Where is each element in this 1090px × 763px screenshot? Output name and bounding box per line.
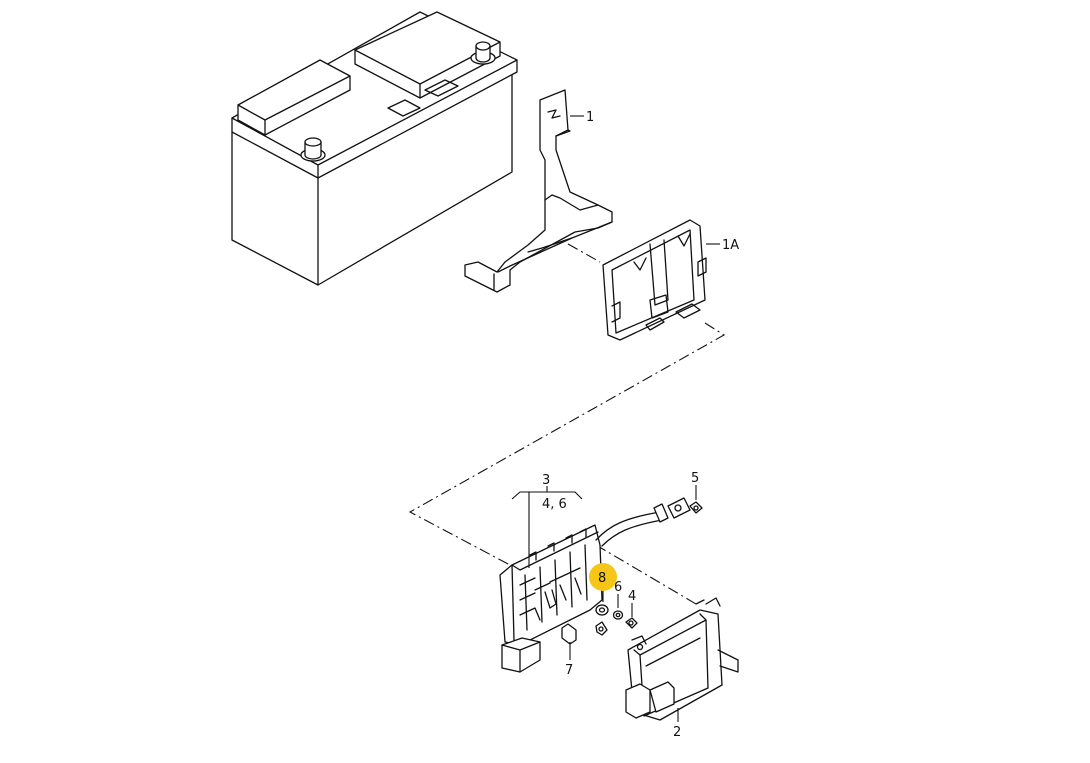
callout-8-highlight xyxy=(589,563,617,591)
callout-5: 5 xyxy=(691,471,699,486)
callout-6: 6 xyxy=(614,580,622,595)
callout-8: 8 xyxy=(598,571,606,586)
fuse-carrier-part-3 xyxy=(499,524,603,673)
callout-3: 3 xyxy=(542,473,550,488)
assembly-line xyxy=(595,544,697,605)
control-unit-part-2 xyxy=(625,597,739,721)
assembly-line xyxy=(408,322,726,566)
hardware-parts xyxy=(595,604,638,636)
battery-cable xyxy=(595,497,703,547)
callout-2: 2 xyxy=(673,725,681,740)
assembly-line xyxy=(567,243,601,263)
callout-4-6: 4, 6 xyxy=(542,497,567,512)
callout-7: 7 xyxy=(565,663,573,678)
callout-1a: 1A xyxy=(722,238,739,253)
callout-4: 4 xyxy=(628,589,636,604)
cover-plate-part-1a xyxy=(602,219,707,341)
battery xyxy=(231,11,518,286)
bracket-part-1 xyxy=(464,89,613,293)
callout-1: 1 xyxy=(586,110,594,125)
